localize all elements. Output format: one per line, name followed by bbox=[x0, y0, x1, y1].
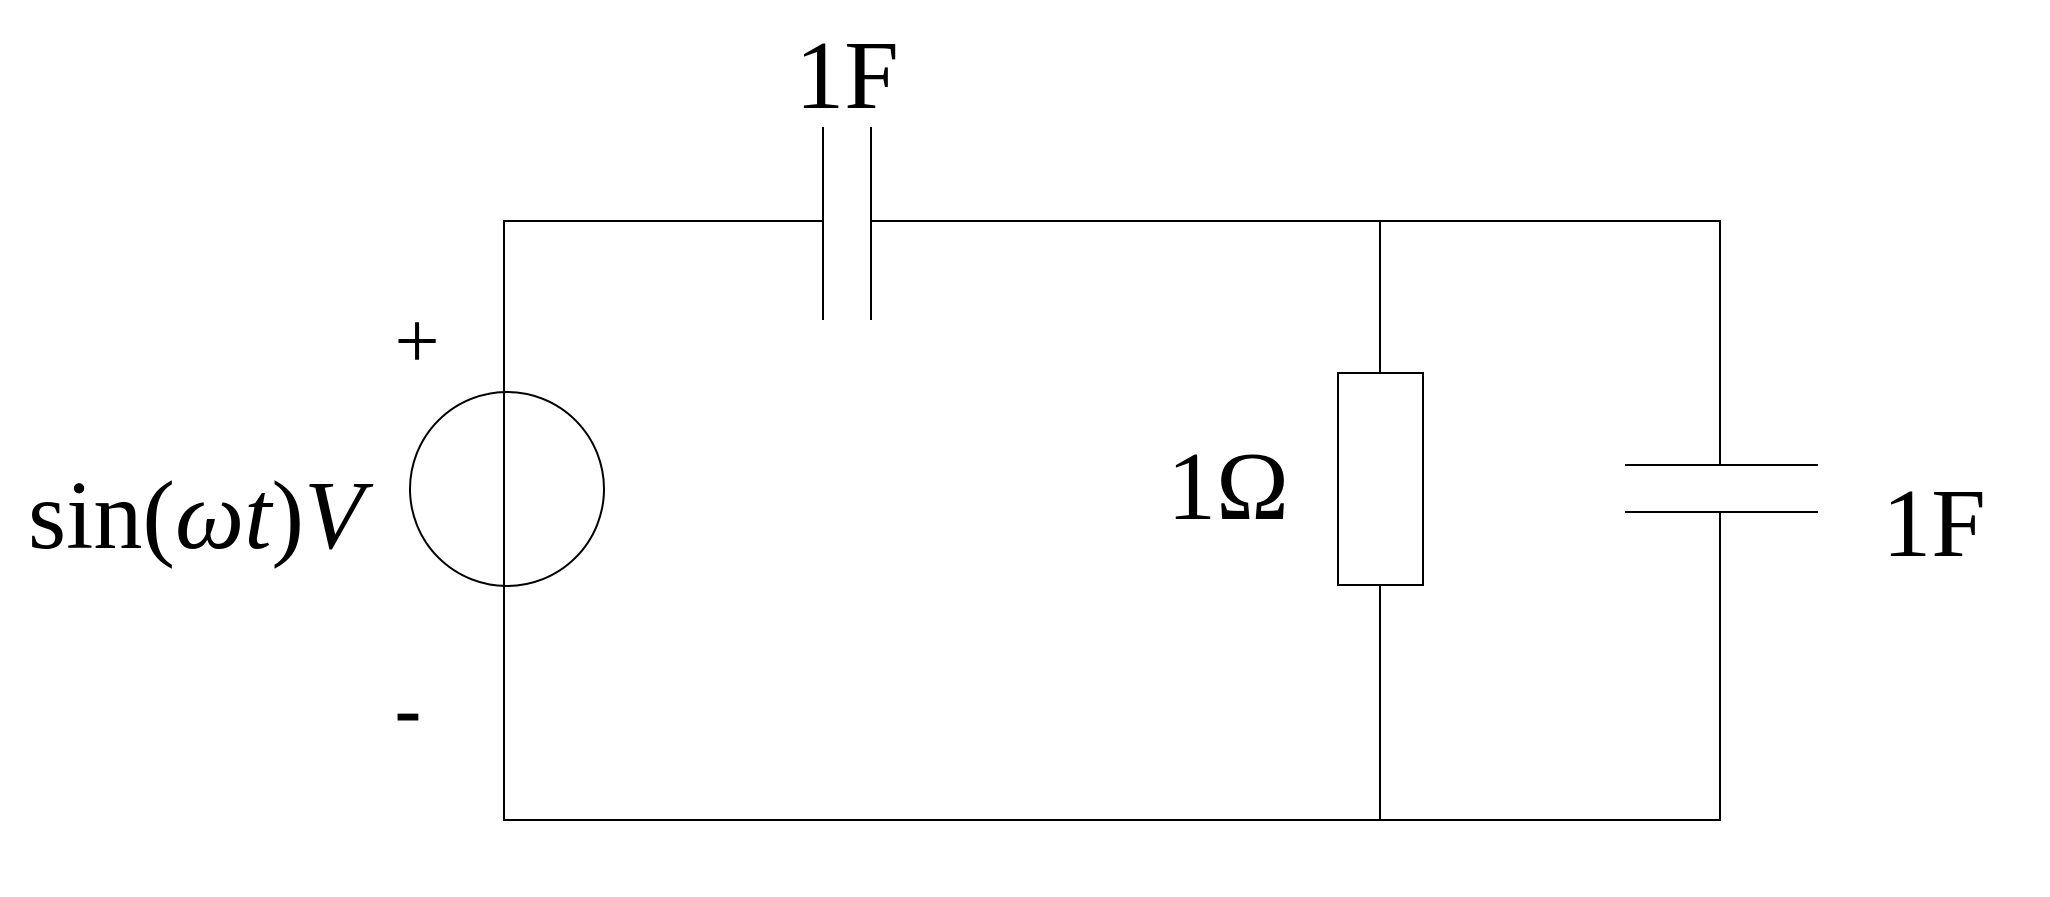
voltage-source-label-close: ) bbox=[271, 462, 304, 570]
top-capacitor bbox=[822, 127, 872, 320]
voltage-source-label-func: sin( bbox=[28, 462, 175, 570]
voltage-source-minus-sign: - bbox=[395, 666, 422, 754]
voltage-source-circle bbox=[409, 391, 605, 587]
resistor-body bbox=[1337, 372, 1424, 586]
right-capacitor-label: 1F bbox=[1882, 470, 1986, 578]
top-capacitor-label: 1F bbox=[795, 22, 899, 130]
voltage-source-label-arg: ωt bbox=[175, 462, 274, 570]
voltage-source bbox=[409, 391, 605, 587]
voltage-source-plus-sign: + bbox=[394, 298, 439, 386]
right-capacitor bbox=[1625, 464, 1818, 513]
voltage-source-label-unit: V bbox=[304, 462, 374, 570]
resistor-label: 1Ω bbox=[1167, 433, 1289, 541]
voltage-source-label: sin(ωt)V bbox=[28, 462, 374, 570]
